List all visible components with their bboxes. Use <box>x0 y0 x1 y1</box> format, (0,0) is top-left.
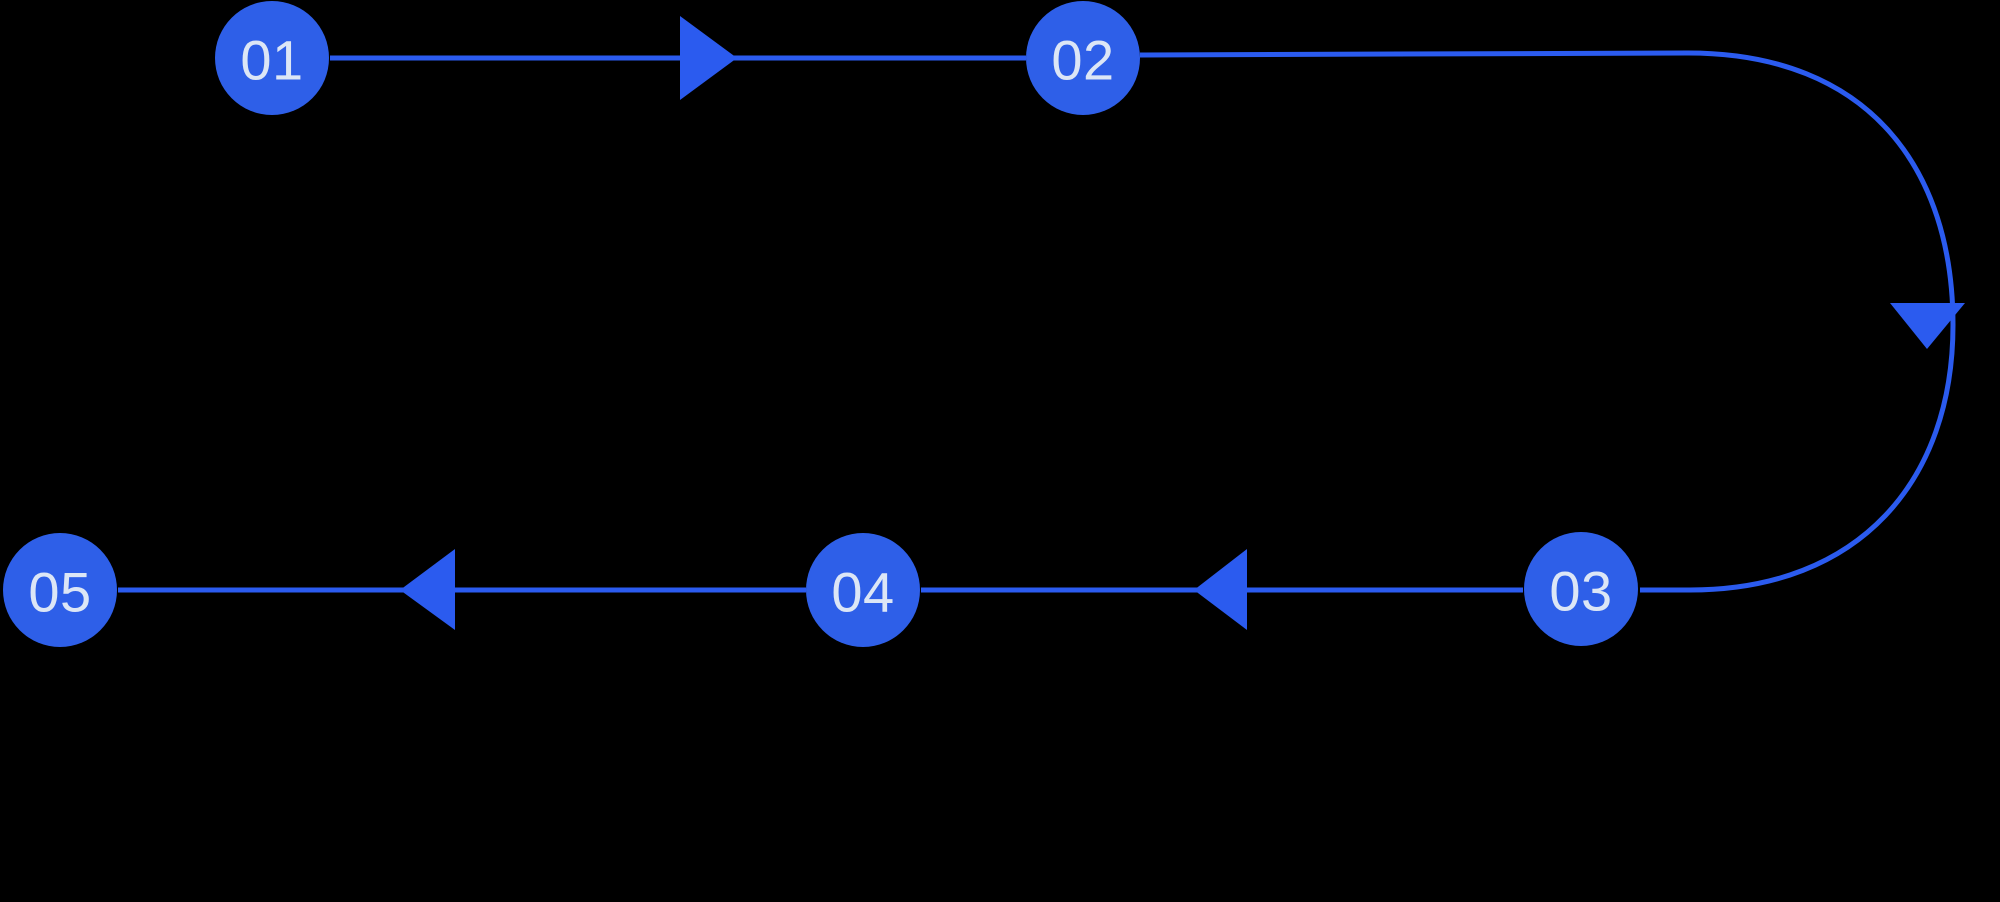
node-05-label: 05 <box>28 561 91 624</box>
node-05-circle[interactable] <box>3 533 117 647</box>
node-02-label: 02 <box>1051 29 1114 92</box>
nodes-layer: 01 02 03 04 05 <box>3 1 1638 647</box>
edge-04-05-arrowhead-icon <box>400 549 455 630</box>
edge-04-05[interactable] <box>118 549 806 630</box>
node-04[interactable]: 04 <box>806 533 920 647</box>
node-02-circle[interactable] <box>1026 1 1140 115</box>
node-03-label: 03 <box>1549 560 1612 623</box>
edge-02-03-arrowhead-icon <box>1890 303 1965 349</box>
edge-02-03-line <box>1139 50 1956 593</box>
edge-02-03[interactable] <box>1139 50 1965 593</box>
edge-03-04[interactable] <box>921 549 1523 630</box>
node-03-circle[interactable] <box>1524 532 1638 646</box>
edge-01-02-arrowhead-icon <box>680 16 737 100</box>
node-01[interactable]: 01 <box>215 1 329 115</box>
node-01-label: 01 <box>240 29 303 92</box>
node-05[interactable]: 05 <box>3 533 117 647</box>
node-01-circle[interactable] <box>215 1 329 115</box>
node-04-label: 04 <box>831 561 894 624</box>
edge-03-04-arrowhead-icon <box>1194 549 1247 630</box>
node-04-circle[interactable] <box>806 533 920 647</box>
node-03[interactable]: 03 <box>1524 532 1638 646</box>
node-02[interactable]: 02 <box>1026 1 1140 115</box>
edges-layer <box>118 16 1965 630</box>
edge-01-02[interactable] <box>330 16 1026 100</box>
